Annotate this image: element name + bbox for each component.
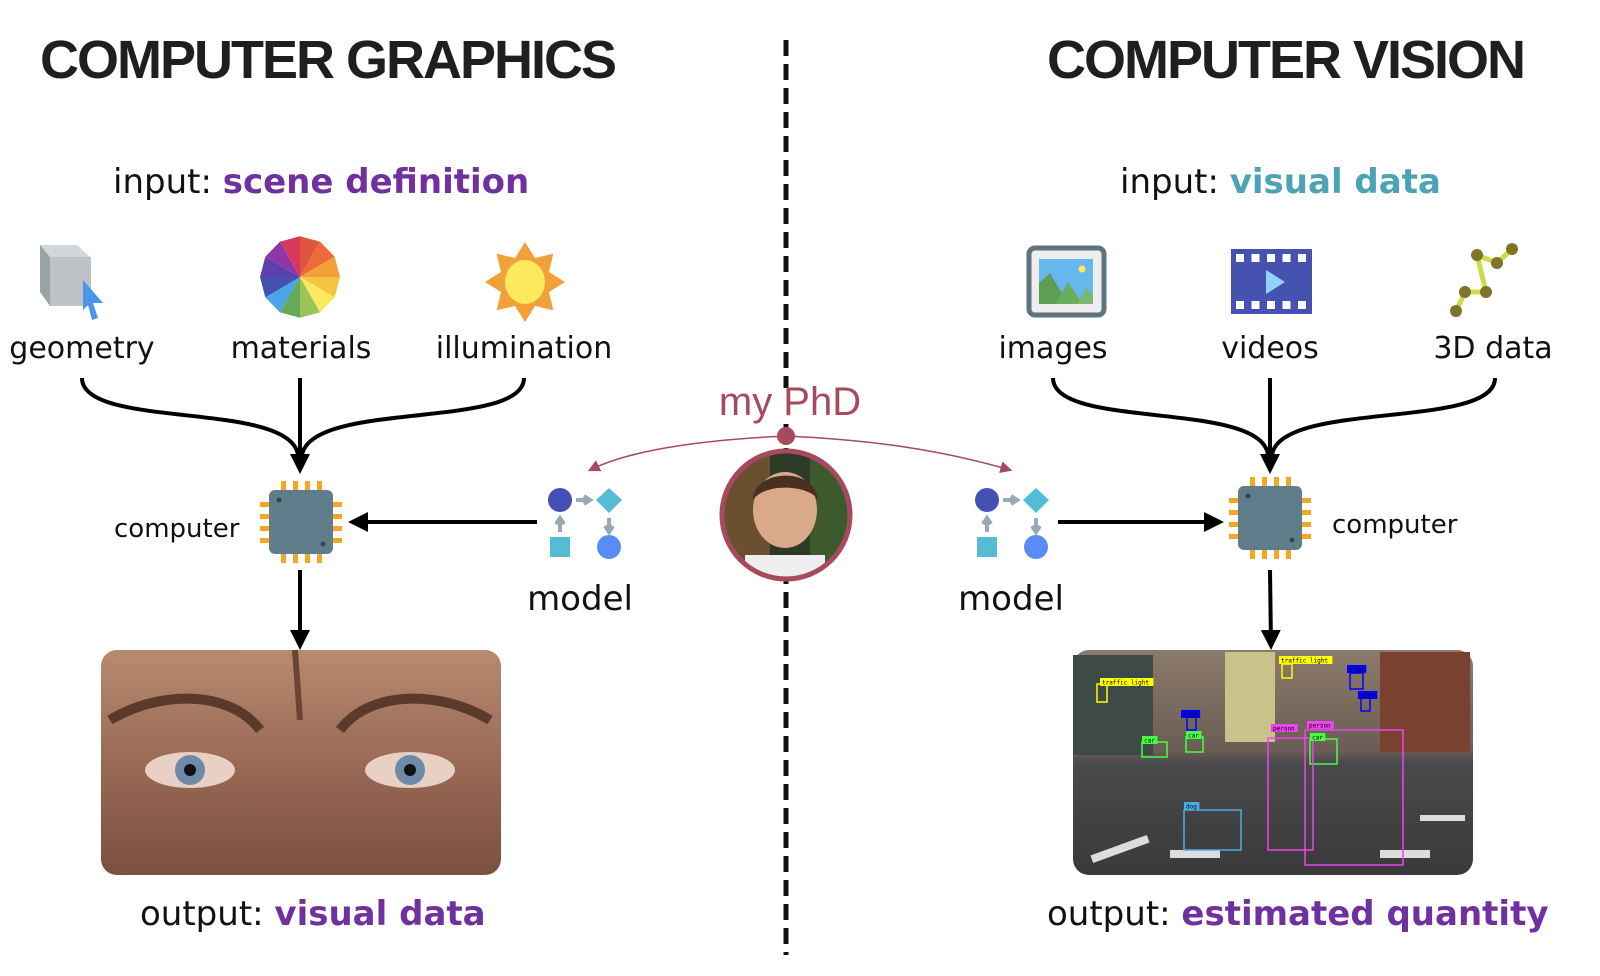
detection-label: car	[1188, 733, 1199, 740]
detection-label: sign	[1349, 667, 1364, 674]
detection-label: car	[1312, 735, 1323, 742]
phd-label: my PhD	[719, 380, 861, 424]
input-label-images: images	[998, 331, 1107, 366]
phd-dot	[777, 427, 795, 445]
input-label-videos: videos	[1221, 331, 1319, 366]
image-icon	[1026, 245, 1107, 318]
computer-chip-icon	[1229, 477, 1311, 559]
wheel-segment	[265, 277, 300, 313]
detection-street-image: traffic light traffic light sign sign sign ca…	[1073, 650, 1473, 875]
model-icon	[548, 488, 622, 559]
input-value: visual data	[1230, 162, 1441, 202]
output-value: estimated quantity	[1181, 894, 1548, 934]
vision-computer-label: computer	[1332, 510, 1458, 540]
output-prefix: output:	[140, 894, 274, 934]
graphics-input-arrows	[80, 377, 526, 474]
detection-label: traffic light	[1102, 680, 1149, 687]
wheel-segment	[300, 256, 340, 277]
color-wheel-icon	[260, 236, 340, 318]
wheel-segment	[280, 236, 300, 277]
graphics-output-line: output: visual data	[140, 894, 486, 934]
graphics-computer-label: computer	[114, 514, 240, 544]
sun-icon	[485, 242, 565, 322]
detection-label: sign	[1360, 693, 1375, 700]
graphics-input-line: input: scene definition	[113, 162, 529, 202]
wheel-segment	[300, 277, 340, 298]
video-icon	[1231, 249, 1312, 314]
detection-label: car	[1144, 738, 1155, 745]
detection-label: dog	[1186, 804, 1197, 811]
graphics-title: COMPUTER GRAPHICS	[40, 30, 615, 90]
computer-chip-icon	[260, 481, 342, 563]
input-label-illumination: illumination	[436, 331, 612, 366]
avatar	[719, 448, 853, 582]
graphics-model-label: model	[527, 579, 633, 619]
3d-data-icon	[1450, 243, 1518, 317]
model-icon	[975, 488, 1049, 559]
vision-input-arrows	[1051, 377, 1497, 474]
phd-arrow-left	[587, 435, 787, 472]
detection-label: traffic light	[1281, 658, 1328, 665]
rendered-face-image	[101, 649, 501, 875]
phd-arrow-right	[785, 435, 1013, 474]
wheel-segment	[300, 277, 320, 318]
wheel-segment	[260, 256, 300, 277]
detection-label: person	[1309, 723, 1331, 730]
input-label-materials: materials	[231, 331, 372, 366]
vision-title: COMPUTER VISION	[1047, 30, 1524, 90]
input-value: scene definition	[223, 162, 529, 202]
input-label-3d-data: 3D data	[1433, 331, 1552, 366]
detection-label: person	[1273, 726, 1295, 733]
input-prefix: input:	[1120, 162, 1230, 202]
vision-model-label: model	[958, 579, 1064, 619]
output-prefix: output:	[1047, 894, 1181, 934]
output-value: visual data	[274, 894, 485, 934]
detection-label: sign	[1183, 712, 1198, 719]
input-prefix: input:	[113, 162, 223, 202]
wheel-segment	[300, 241, 335, 277]
wheel-segment	[265, 241, 300, 277]
input-label-geometry: geometry	[9, 331, 154, 366]
vision-output-line: output: estimated quantity	[1047, 894, 1548, 934]
vision-input-line: input: visual data	[1120, 162, 1441, 202]
vision-output-arrow	[1260, 569, 1281, 650]
wheel-segment	[300, 277, 335, 313]
wheel-segment	[300, 236, 320, 277]
wheel-segment	[260, 277, 300, 298]
wheel-segment	[280, 277, 300, 318]
cube-cursor-icon	[40, 245, 103, 320]
